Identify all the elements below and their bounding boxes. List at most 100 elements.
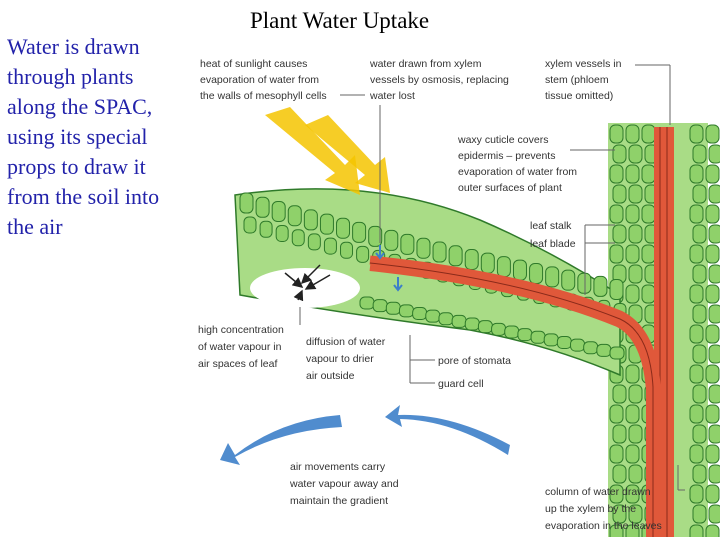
plant-cell — [628, 384, 643, 404]
plant-cell — [368, 225, 383, 247]
plant-cell — [612, 424, 627, 444]
plant-cell — [517, 328, 533, 342]
plant-cell — [641, 124, 656, 144]
plant-cell — [625, 524, 640, 537]
plant-cell — [577, 272, 592, 294]
plant-cell — [692, 464, 707, 484]
plant-cell — [412, 307, 428, 321]
plant-cell — [689, 484, 704, 504]
plant-cell — [609, 346, 625, 360]
plant-cell — [451, 314, 467, 328]
plant-cell — [612, 224, 627, 244]
plant-cell — [609, 204, 624, 224]
sunlight-arrow-icon — [305, 115, 390, 193]
plant-cell — [612, 384, 627, 404]
plant-cell — [239, 192, 254, 214]
plant-cell — [692, 344, 707, 364]
plant-cell — [705, 444, 720, 464]
plant-cell — [491, 322, 507, 336]
plant-cell — [340, 241, 354, 259]
air-space — [250, 268, 360, 308]
plant-cell — [275, 224, 289, 242]
plant-cell — [628, 224, 643, 244]
plant-cell — [689, 124, 704, 144]
vapour-arrow-icon — [304, 274, 331, 290]
plant-cell — [543, 333, 559, 347]
plant-cell — [689, 164, 704, 184]
plant-cell — [384, 229, 399, 251]
plant-cell — [625, 364, 640, 384]
plant-cell — [708, 184, 720, 204]
side-text-line: through plants — [7, 64, 134, 89]
plant-cell — [625, 484, 640, 504]
plant-cell — [641, 204, 656, 224]
plant-cell — [496, 256, 511, 278]
plant-cell — [705, 484, 720, 504]
label-leaf-blade: leaf blade — [530, 238, 576, 250]
vapour-arrow-icon — [284, 272, 304, 288]
side-text-line: using its special — [7, 124, 148, 149]
plant-cell — [612, 504, 627, 524]
side-text-line: the air — [7, 214, 63, 239]
plant-cell — [243, 216, 257, 234]
plant-cell — [352, 221, 367, 243]
plant-water-uptake-diagram: heat of sunlight causes evaporation of w… — [198, 58, 720, 537]
side-text-line: props to draw it — [7, 154, 146, 179]
plant-cell — [692, 504, 707, 524]
wind-arrow-right-icon — [385, 405, 510, 455]
plant-cell — [561, 269, 576, 291]
plant-cell — [689, 324, 704, 344]
plant-cell — [291, 229, 305, 247]
plant-cell — [593, 275, 608, 297]
plant-cell — [319, 213, 334, 235]
plant-cell — [625, 444, 640, 464]
side-description: Water is drawn through plants along the … — [7, 32, 207, 242]
plant-cell — [628, 464, 643, 484]
plant-cell — [641, 164, 656, 184]
label-diffusion: diffusion of water vapour to drier air o… — [306, 336, 388, 382]
plant-cell — [255, 196, 270, 218]
plant-cell — [625, 164, 640, 184]
plant-cell — [596, 343, 612, 357]
plant-cell — [689, 364, 704, 384]
label-xylem-draw: water drawn from xylem vessels by osmosi… — [369, 58, 512, 102]
side-text-line: Water is drawn — [7, 34, 140, 59]
plant-cell — [692, 264, 707, 284]
plant-cell — [570, 338, 586, 352]
plant-cell — [612, 464, 627, 484]
plant-cell — [336, 217, 351, 239]
wind-arrow-left-icon — [220, 415, 342, 465]
plant-cell — [708, 344, 720, 364]
plant-cell — [530, 330, 546, 344]
plant-cell — [689, 444, 704, 464]
plant-cell — [609, 124, 624, 144]
plant-cell — [705, 524, 720, 537]
plant-cell — [425, 309, 441, 323]
plant-cell — [705, 404, 720, 424]
plant-cell — [545, 266, 560, 288]
plant-cell — [556, 335, 572, 349]
plant-cell — [689, 404, 704, 424]
label-xylem-vessels: xylem vessels in stem (phloem tissue omi… — [545, 58, 624, 102]
plant-cell — [708, 224, 720, 244]
sunlight-arrow-icon — [265, 107, 360, 195]
plant-cell — [529, 263, 544, 285]
label-sunlight: heat of sunlight causes evaporation of w… — [200, 58, 327, 102]
plant-cell — [512, 259, 527, 281]
plant-cell — [705, 244, 720, 264]
plant-cell — [372, 299, 388, 313]
plant-cell — [464, 248, 479, 270]
plant-cell — [609, 278, 624, 300]
label-guard-cell: guard cell — [438, 378, 484, 390]
plant-cell — [689, 244, 704, 264]
plant-cell — [477, 320, 493, 334]
plant-cell — [609, 524, 624, 537]
plant-cell — [708, 384, 720, 404]
plant-cell — [609, 244, 624, 264]
plant-cell — [356, 245, 370, 263]
plant-cell — [464, 317, 480, 331]
plant-cell — [303, 209, 318, 231]
plant-cell — [705, 164, 720, 184]
plant-cell — [609, 444, 624, 464]
plant-cell — [398, 304, 414, 318]
